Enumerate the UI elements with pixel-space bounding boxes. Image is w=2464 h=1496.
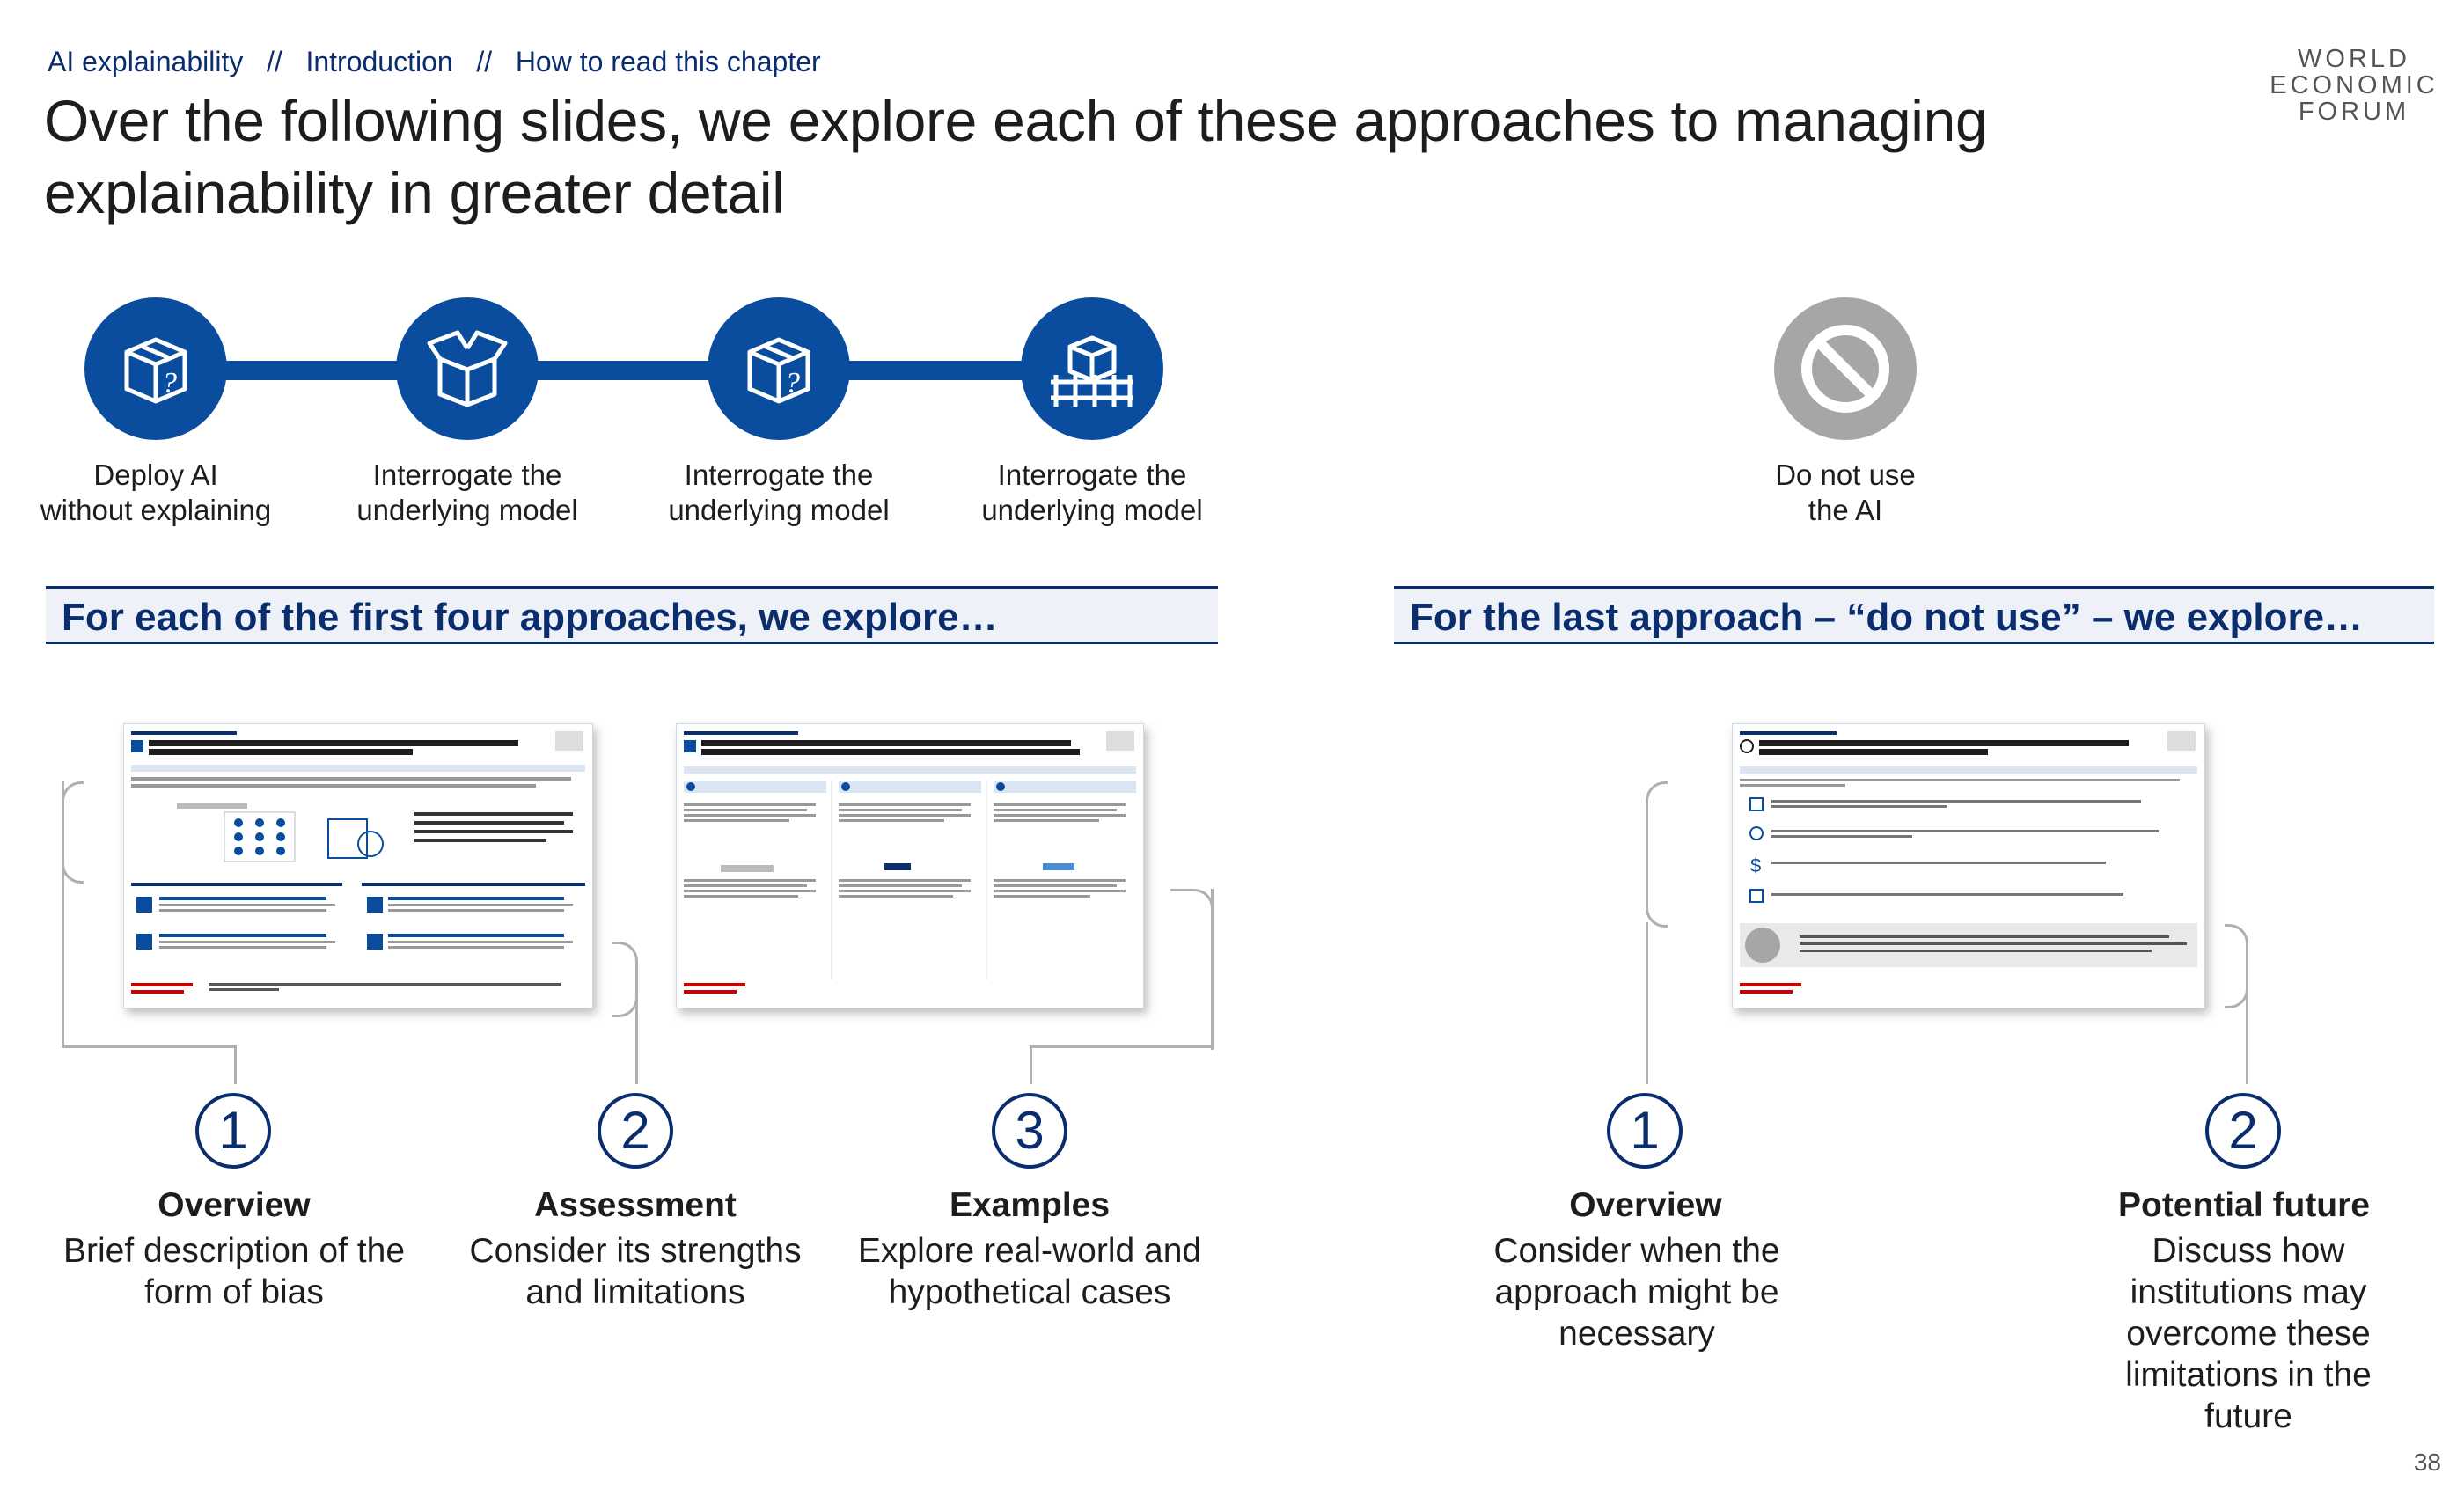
connector-line [635,977,638,1084]
approach-label: Interrogate the underlying model [356,458,578,526]
connector-line [62,781,64,1045]
approach-track [167,361,1100,380]
box-question-icon: ? [84,297,227,440]
box-fence-icon [1021,297,1163,440]
logo-line: FORUM [2298,98,2410,126]
section-description: Consider its strengths and limitations [469,1232,802,1311]
section-description: Brief description of the form of bias [62,1232,406,1311]
section-number: 3 [992,1093,1067,1169]
wef-logo: WORLD ECONOMIC FORUM [2262,46,2446,125]
approach-label: Do not use the AI [1775,458,1916,526]
prohibited-icon [1774,297,1917,440]
box-question-icon: ? [708,297,850,440]
thumbnail-assessment-slide [676,723,1144,1008]
connector-line [1646,922,1648,1084]
banner-right: For the last approach – “do not use” – w… [1394,586,2434,644]
breadcrumb-item[interactable]: Introduction [305,46,453,77]
section-title: Overview [1569,1186,1722,1224]
breadcrumb-item[interactable]: AI explainability [48,46,244,77]
section-description: Discuss how institutions may overcome th… [2125,1232,2372,1435]
connector-line [2246,968,2248,1084]
brace [62,781,84,884]
logo-line: WORLD [2298,45,2410,73]
brace [2225,924,2248,1008]
open-box-icon [396,297,539,440]
breadcrumb-separator [461,46,477,77]
approach-label: Interrogate the underlying model [668,458,890,526]
connector-line [1030,1045,1032,1084]
breadcrumb: AI explainability // Introduction // How… [48,46,821,78]
connector-line [234,1045,237,1084]
connector-line [1211,889,1214,1047]
breadcrumb-separator: // [267,46,282,77]
svg-text:?: ? [785,367,800,400]
thumbnail-overview-slide [123,723,593,1008]
brace [612,942,638,1017]
section-description: Explore real-world and hypothetical case… [857,1232,1202,1311]
breadcrumb-separator [251,46,267,77]
connector-line [62,1045,234,1048]
brace [1646,781,1668,928]
breadcrumb-separator: // [476,46,493,77]
section-title: Overview [158,1186,311,1224]
banner-left: For each of the first four approaches, w… [46,586,1218,644]
banner-right-text: For the last approach – “do not use” – w… [1410,596,2364,639]
breadcrumb-item[interactable]: How to read this chapter [515,46,821,77]
section-number: 1 [1607,1093,1683,1169]
section-title: Potential future [2117,1186,2370,1224]
breadcrumb-separator [492,46,508,77]
banner-left-text: For each of the first four approaches, w… [62,596,998,639]
page-title: Over the following slides, we explore ea… [44,88,1988,225]
section-description: Consider when the approach might be nece… [1493,1232,1780,1353]
brace [1170,889,1214,1050]
thumbnail-do-not-use-slide: $ [1732,723,2205,1008]
logo-line: ECONOMIC [2270,71,2438,99]
svg-text:?: ? [162,367,177,400]
section-title: Assessment [534,1186,737,1224]
approach-label: Interrogate the underlying model [981,458,1203,526]
approach-label: Deploy AI without explaining [40,458,272,526]
section-number: 2 [598,1093,673,1169]
svg-text:$: $ [1750,854,1761,876]
breadcrumb-separator [282,46,298,77]
section-number: 2 [2205,1093,2281,1169]
page-number: 38 [2413,1448,2441,1476]
connector-line [1030,1045,1211,1048]
section-number: 1 [195,1093,271,1169]
section-title: Examples [949,1186,1111,1224]
